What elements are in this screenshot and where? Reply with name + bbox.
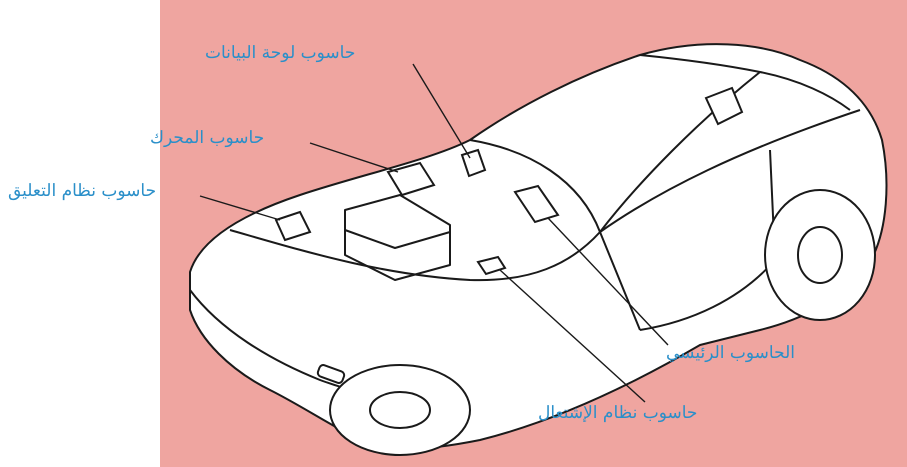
- rear-wheel: [765, 190, 875, 320]
- front-wheel: [330, 365, 470, 455]
- suspension-computer-label: حاسوب نظام التعليق: [8, 183, 156, 200]
- ignition-computer-label: حاسوب نظام الإشتعال: [538, 405, 697, 422]
- dashboard-computer-label: حاسوب لوحة البيانات: [205, 45, 355, 62]
- engine-computer-label: حاسوب المحرك: [150, 130, 264, 147]
- main-computer-label: الحاسوب الرئيسي: [666, 345, 795, 362]
